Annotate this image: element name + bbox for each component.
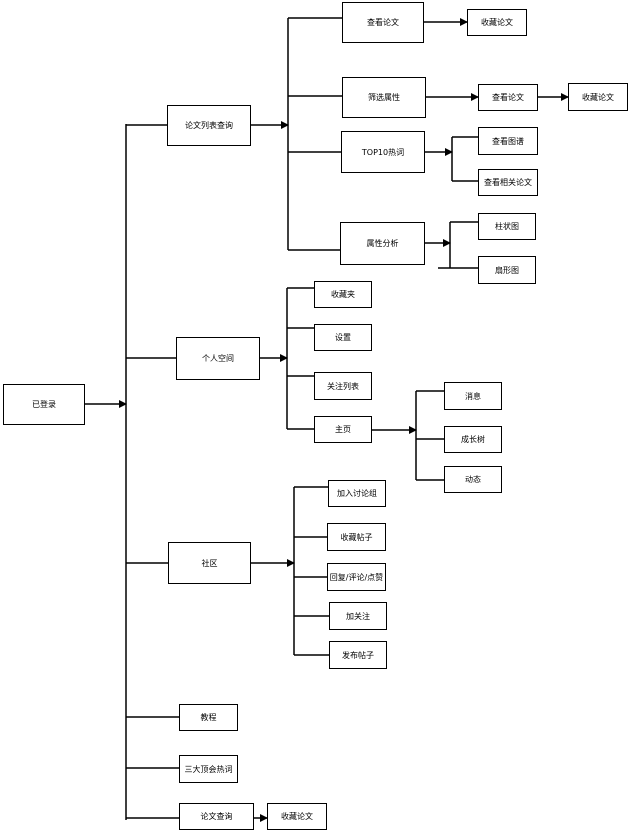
- node-favorites: 收藏夹: [314, 281, 372, 308]
- node-collect-paper-1: 收藏论文: [467, 9, 527, 36]
- node-attribute-analysis: 属性分析: [340, 222, 425, 265]
- node-activity: 动态: [444, 466, 502, 493]
- node-collect-paper-2: 收藏论文: [568, 83, 628, 111]
- node-personal-space: 个人空间: [176, 337, 260, 380]
- node-bar-chart: 柱状图: [478, 213, 536, 240]
- node-growth-tree: 成长树: [444, 426, 502, 453]
- node-settings: 设置: [314, 324, 372, 351]
- node-paper-list-query: 论文列表查询: [167, 105, 251, 146]
- node-view-paper-2: 查看论文: [478, 84, 538, 111]
- node-messages: 消息: [444, 382, 502, 410]
- node-reply-comment-like: 回复/评论/点赞: [327, 563, 386, 591]
- node-join-discussion-group: 加入讨论组: [328, 480, 386, 507]
- node-view-chart: 查看图谱: [478, 127, 538, 155]
- node-following-list: 关注列表: [314, 372, 372, 400]
- node-top10-hot-words: TOP10热词: [341, 131, 425, 173]
- node-pie-chart: 扇形图: [478, 256, 536, 284]
- node-view-related-papers: 查看相关论文: [478, 169, 538, 196]
- node-filter-attribute: 筛选属性: [342, 77, 426, 118]
- node-view-paper-1: 查看论文: [342, 2, 424, 43]
- node-homepage: 主页: [314, 416, 372, 443]
- node-three-conference-hot-words: 三大顶会热词: [179, 755, 238, 783]
- node-add-follow: 加关注: [329, 602, 387, 630]
- node-community: 社区: [168, 542, 251, 584]
- node-logged-in: 已登录: [3, 384, 85, 425]
- node-collect-post: 收藏帖子: [327, 523, 386, 551]
- node-tutorial: 教程: [179, 704, 238, 731]
- node-publish-post: 发布帖子: [329, 641, 387, 669]
